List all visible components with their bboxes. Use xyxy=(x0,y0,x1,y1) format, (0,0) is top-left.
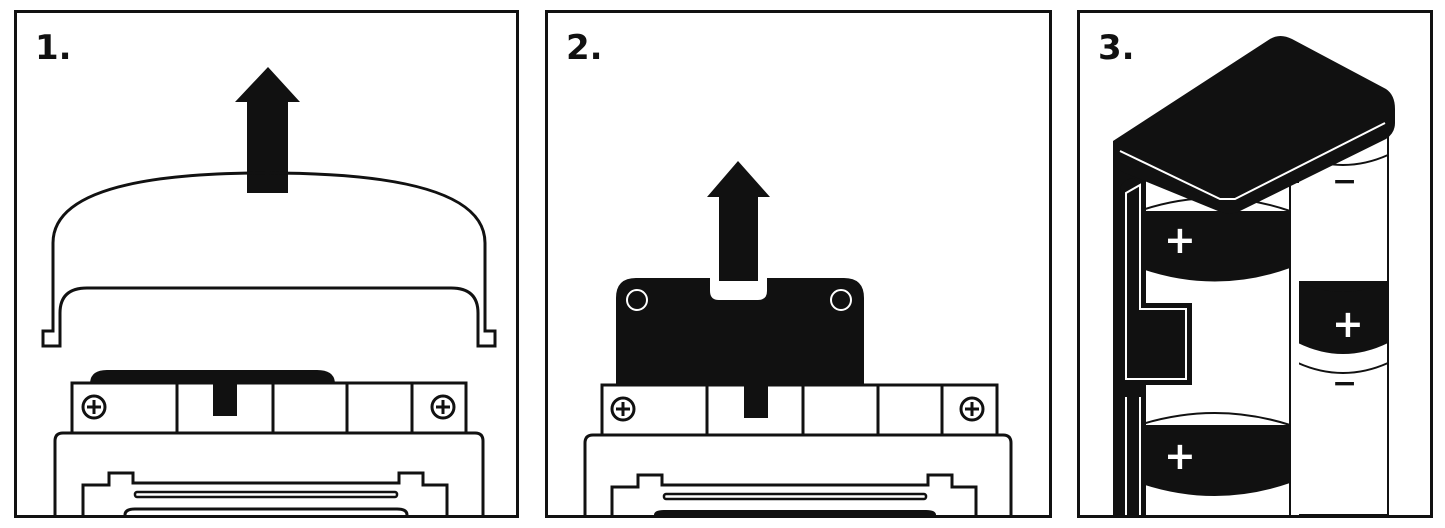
step-2-illustration xyxy=(583,161,1013,515)
step-3-panel: 3. + + + − xyxy=(1077,10,1433,518)
holder-top-cap xyxy=(1113,36,1395,214)
step-1-number: 1. xyxy=(35,28,72,68)
holder-clip-upper xyxy=(1120,178,1192,385)
plus-sign-left-bottom: + xyxy=(1164,434,1196,478)
battery-cover-outline xyxy=(51,171,487,313)
board-hole-left xyxy=(626,289,648,311)
screw-right-icon xyxy=(959,396,985,422)
minus-sign-right-bottom: − xyxy=(1332,366,1357,401)
holder-clip-lower xyxy=(1120,385,1192,515)
step-3-illustration: + + + − − xyxy=(1113,36,1395,515)
step-2-panel: 2. xyxy=(545,10,1052,518)
step-1-panel: 1. xyxy=(14,10,519,518)
terminal-block xyxy=(70,381,468,435)
screw-left-icon xyxy=(81,394,107,420)
terminal-block xyxy=(600,383,999,437)
connector-strip xyxy=(90,370,335,384)
step-2-number: 2. xyxy=(566,28,603,68)
plus-sign-left-top: + xyxy=(1164,218,1196,262)
screw-right-icon xyxy=(430,394,456,420)
screw-left-icon xyxy=(610,396,636,422)
step-1-illustration xyxy=(41,67,497,515)
device-housing xyxy=(53,431,485,515)
battery-board xyxy=(616,278,864,385)
board-hole-right xyxy=(830,289,852,311)
step-3-number: 3. xyxy=(1098,28,1135,68)
minus-sign-right-top: − xyxy=(1332,164,1357,199)
plus-sign-right: + xyxy=(1332,302,1364,346)
cover-up-arrow-icon xyxy=(235,67,300,193)
battery-column-right xyxy=(1297,122,1389,515)
board-up-arrow-icon xyxy=(707,161,770,281)
